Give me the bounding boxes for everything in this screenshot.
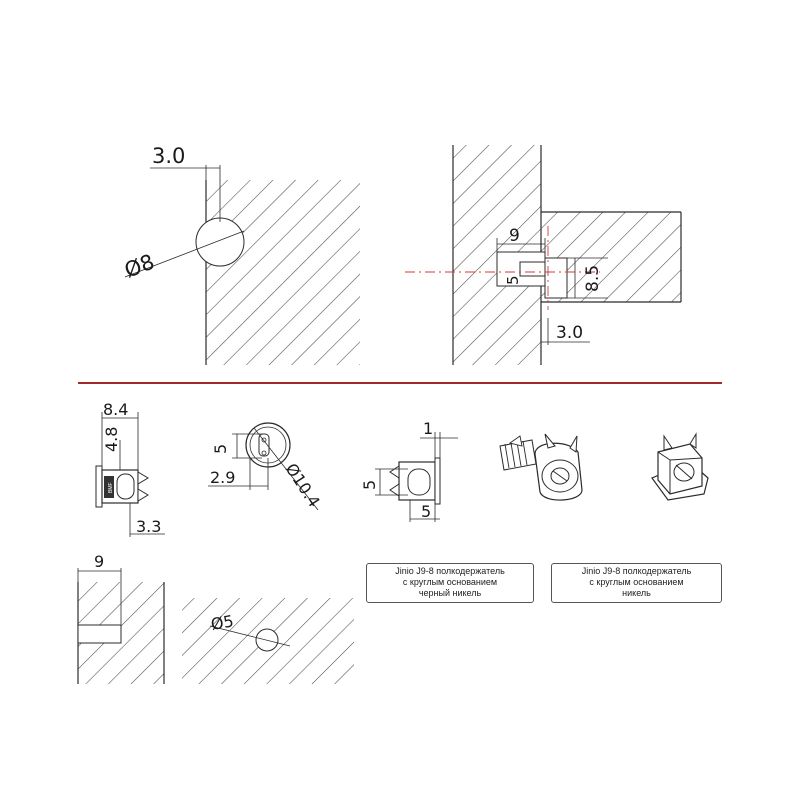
caption-line-1: Jinio J9-8 полкодержатель [395, 566, 505, 576]
figure-shelf-pin-hole: 3.0 Ø8 [121, 144, 360, 365]
dim-diameter-label: Ø8 [121, 250, 158, 283]
pin-hole-circle [195, 217, 245, 267]
panel-hatched [206, 180, 360, 365]
dim-diameter-label: Ø10.4 [282, 460, 324, 511]
dim-offset-label: 3.0 [152, 144, 185, 168]
dim-offset-label: 2.9 [210, 468, 235, 487]
dim-offset-label: 3.0 [556, 323, 583, 343]
figure-holder-round: 5 2.9 Ø10.4 [208, 422, 324, 511]
dim-thickness-label: 1 [423, 419, 433, 438]
figure-shelf-joint: 9 8.5 5 3.0 [405, 145, 682, 365]
caption-line-2: с круглым основанием [402, 577, 498, 587]
dim-stem-label: 3.3 [136, 517, 161, 536]
caption-line-1: Jinio J9-8 полкодержатель [581, 566, 692, 576]
caption-nickel: Jinio J9-8 полкодержатель с круглым осно… [551, 563, 722, 603]
figure-holder-front: 1 5 5 [360, 419, 458, 522]
shelf-groove [544, 257, 568, 299]
dim-width-label: 9 [509, 226, 520, 246]
figure-holder-with-screw [499, 433, 583, 501]
caption-line-3: черный никель [418, 588, 482, 598]
figure-holder-3d [651, 432, 709, 501]
figure-slot: 9 [77, 552, 165, 684]
dim-height-label: 4.8 [102, 427, 121, 452]
dim-diameter-label: Ø5 [209, 611, 235, 634]
caption-line-2: с круглым основанием [589, 577, 684, 587]
caption-line-3: никель [622, 588, 651, 598]
brand-logo-text: BMF [108, 482, 114, 493]
dim-width-label: 9 [94, 552, 104, 571]
dim-width-label: 5 [421, 502, 431, 521]
caption-black-nickel: Jinio J9-8 полкодержатель с круглым осно… [366, 563, 534, 603]
pin-recess-inner [519, 261, 546, 277]
figure-holder-side: BMF 8.4 4.8 3.3 [95, 400, 165, 537]
dim-height-label: 5 [211, 444, 230, 454]
figure-hole: Ø5 [182, 598, 354, 684]
dim-height-label: 5 [504, 275, 522, 285]
dim-depth-label: 8.5 [583, 265, 603, 292]
dim-length-label: 8.4 [103, 400, 128, 419]
dim-height-label: 5 [360, 480, 379, 490]
slot-cutout [77, 624, 122, 644]
